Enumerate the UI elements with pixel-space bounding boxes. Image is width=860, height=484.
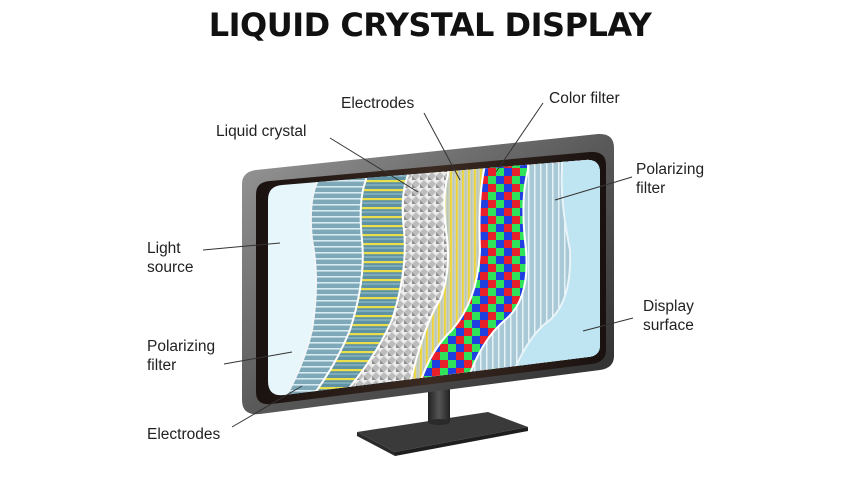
label-liquid-crystal: Liquid crystal bbox=[216, 123, 307, 140]
label-display-surface: Display surface bbox=[643, 298, 694, 334]
leader-lines bbox=[202, 102, 634, 428]
lcd-layers bbox=[268, 159, 600, 396]
monitor-stand bbox=[357, 372, 528, 456]
label-light-source: Light source bbox=[147, 240, 194, 276]
label-polarizing-filter-right: Polarizing filter bbox=[636, 161, 705, 197]
label-color-filter: Color filter bbox=[549, 90, 620, 107]
diagram-title: LIQUID CRYSTAL DISPLAY bbox=[208, 6, 652, 44]
label-electrodes-bottom: Electrodes bbox=[147, 426, 221, 443]
label-polarizing-filter-left: Polarizing filter bbox=[147, 338, 216, 374]
label-electrodes-top: Electrodes bbox=[341, 95, 415, 112]
